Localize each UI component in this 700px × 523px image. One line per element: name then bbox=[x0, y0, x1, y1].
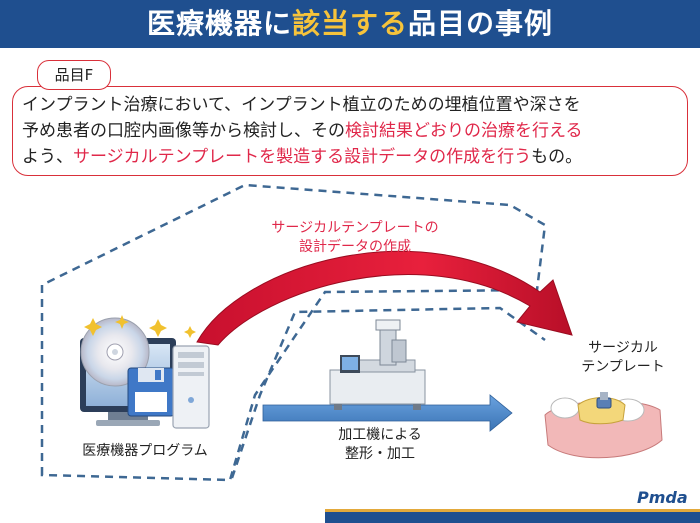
case-line-3: よう、サージカルテンプレートを製造する設計データの作成を行うもの。 bbox=[22, 144, 682, 170]
machining-label-line2: 整形・加工 bbox=[345, 446, 415, 462]
footer-bar bbox=[325, 512, 700, 523]
case-description: インプラント治療において、インプラント植立のための埋植位置や深さを 予め患者の口… bbox=[22, 92, 682, 170]
case-line-2-emphasis: 検討結果どおりの治療を行える bbox=[345, 121, 583, 141]
dashed-region-outer bbox=[40, 183, 547, 482]
case-line-2-text: 予め患者の口腔内画像等から検討し、その bbox=[22, 121, 345, 141]
footer-accent bbox=[325, 509, 700, 512]
dashed-region-inner bbox=[230, 306, 546, 479]
case-line-1: インプラント治療において、インプラント植立のための埋植位置や深さを bbox=[22, 95, 581, 115]
title-part2: 品目の事例 bbox=[408, 7, 554, 40]
computer-icon bbox=[80, 317, 210, 429]
machining-arrow bbox=[262, 394, 513, 432]
case-description-box bbox=[12, 86, 688, 176]
template-label-line2: テンプレート bbox=[581, 359, 665, 375]
machining-center-icon bbox=[329, 319, 426, 410]
machining-label-line1: 加工機による bbox=[338, 427, 422, 443]
page-title: 医療機器に該当する品目の事例 bbox=[0, 0, 700, 48]
case-label: 品目F bbox=[37, 60, 111, 90]
surgical-template-icon bbox=[544, 392, 663, 459]
title-highlight: 該当する bbox=[291, 7, 408, 40]
template-label-line1: サージカル bbox=[588, 340, 658, 356]
case-line-3-emphasis: サージカルテンプレートを製造する設計データの作成を行う bbox=[73, 147, 532, 167]
template-label: サージカル テンプレート bbox=[568, 339, 678, 377]
pmda-logo: Pmda bbox=[637, 488, 688, 507]
case-line-3-end: もの。 bbox=[531, 147, 583, 167]
design-data-label-line1: サージカルテンプレートの bbox=[271, 220, 439, 236]
title-part1: 医療機器に bbox=[146, 7, 292, 40]
title-bar bbox=[0, 0, 700, 48]
design-data-label-line2: 設計データの作成 bbox=[299, 239, 411, 255]
design-data-label: サージカルテンプレートの 設計データの作成 bbox=[250, 219, 460, 257]
design-data-arrow bbox=[196, 250, 573, 346]
sparkle-icon bbox=[84, 315, 196, 338]
case-line-2: 予め患者の口腔内画像等から検討し、その検討結果どおりの治療を行える bbox=[22, 118, 682, 144]
program-label: 医療機器プログラム bbox=[82, 443, 208, 459]
machining-label: 加工機による 整形・加工 bbox=[320, 426, 440, 464]
case-line-3-text: よう、 bbox=[22, 147, 73, 167]
